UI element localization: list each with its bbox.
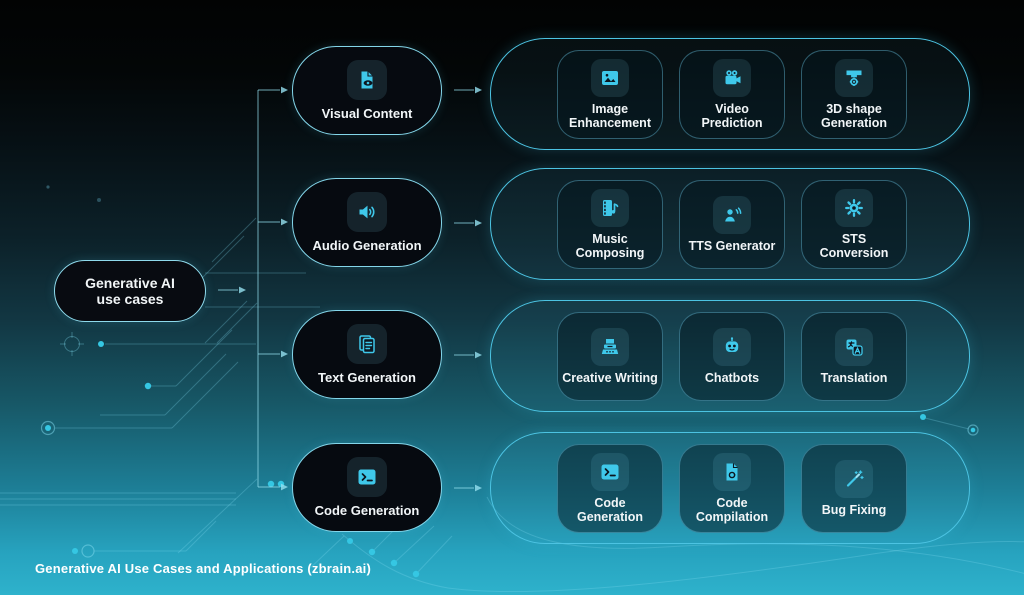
card-music-composing: Music Composing: [557, 180, 663, 269]
card-creative-writing: Creative Writing: [557, 312, 663, 401]
card-label: STS Conversion: [819, 231, 889, 260]
category-label: Text Generation: [317, 369, 416, 385]
card-label: Video Prediction: [701, 101, 763, 130]
card-tts-generator: TTS Generator: [679, 180, 785, 269]
translate-icon: [835, 327, 873, 366]
video-camera-icon: [713, 58, 751, 97]
card-label: Chatbots: [704, 370, 760, 385]
visual-content-group: Image Enhancement Video Prediction 3D sh…: [490, 38, 970, 150]
typewriter-icon: [591, 327, 629, 366]
category-node-audio-generation: Audio Generation: [292, 178, 442, 267]
card-label: TTS Generator: [688, 238, 776, 253]
card-3d-shape-generation: 3D shape Generation: [801, 50, 907, 139]
category-node-text-generation: Text Generation: [292, 310, 442, 399]
document-text-icon: [347, 323, 387, 364]
card-video-prediction: Video Prediction: [679, 50, 785, 139]
card-label: Music Composing: [575, 231, 645, 260]
gear-icon: [835, 188, 873, 227]
terminal-icon: [591, 452, 629, 491]
crosshair-marker: [60, 332, 84, 356]
terminal-icon: [347, 456, 387, 497]
card-label: Image Enhancement: [569, 101, 651, 130]
root-label-line1: Generative AI: [85, 274, 175, 291]
speaker-icon: [347, 191, 387, 232]
category-node-visual-content: Visual Content: [292, 46, 442, 135]
card-label: Creative Writing: [562, 370, 658, 385]
card-code-compilation: Code Compilation: [679, 444, 785, 533]
category-label: Code Generation: [314, 502, 420, 518]
file-eye-icon: [347, 59, 387, 100]
card-label: Code Generation: [577, 495, 643, 524]
film-music-icon: [591, 188, 629, 227]
text-generation-group: Creative Writing Chatbots Translation: [490, 300, 970, 412]
card-label: Translation: [820, 370, 888, 385]
diagram-caption: Generative AI Use Cases and Applications…: [35, 561, 371, 576]
image-icon: [591, 58, 629, 97]
card-sts-conversion: STS Conversion: [801, 180, 907, 269]
category-node-code-generation: Code Generation: [292, 443, 442, 532]
root-label-line2: use cases: [96, 291, 164, 307]
card-bug-fixing: Bug Fixing: [801, 444, 907, 533]
person-voice-icon: [713, 195, 751, 234]
card-label: Bug Fixing: [821, 502, 887, 517]
root-node-generative-ai-use-cases: Generative AI use cases: [54, 260, 206, 322]
category-label: Visual Content: [321, 105, 413, 121]
card-code-generation: Code Generation: [557, 444, 663, 533]
card-image-enhancement: Image Enhancement: [557, 50, 663, 139]
code-file-icon: [713, 452, 751, 491]
category-label: Audio Generation: [312, 237, 422, 253]
card-translation: Translation: [801, 312, 907, 401]
code-generation-group: Code Generation Code Compilation Bug Fix…: [490, 432, 970, 544]
magic-wand-icon: [835, 459, 873, 498]
robot-icon: [713, 327, 751, 366]
card-label: Code Compilation: [695, 495, 769, 524]
audio-generation-group: Music Composing TTS Generator STS Conver…: [490, 168, 970, 280]
card-label: 3D shape Generation: [821, 101, 887, 130]
printer-3d-icon: [835, 58, 873, 97]
card-chatbots: Chatbots: [679, 312, 785, 401]
